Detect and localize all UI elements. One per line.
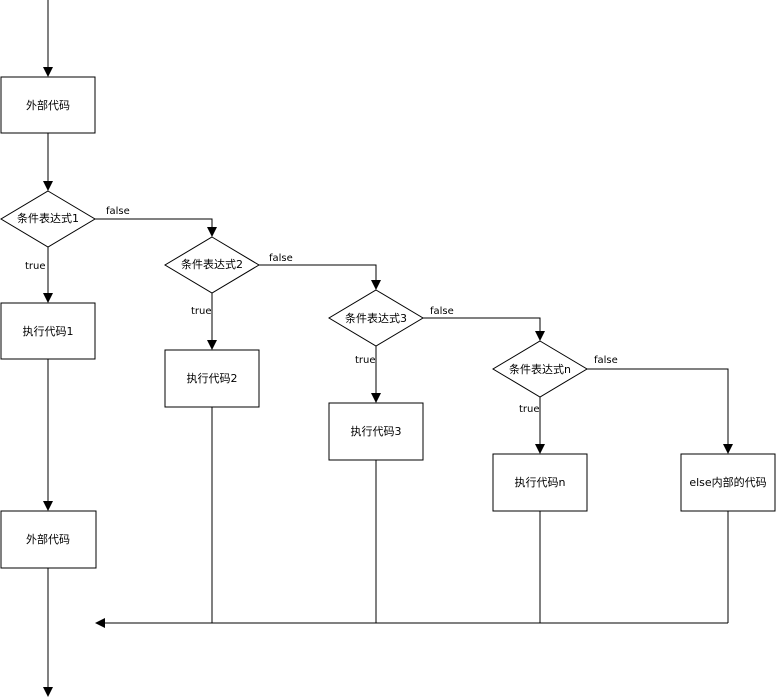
exec-code-3-box	[328, 402, 424, 461]
cond1-true-label: true	[25, 261, 46, 272]
cond3-false-label: false	[430, 306, 454, 317]
outer-code-bottom-box	[0, 510, 97, 569]
outer-code-top-label: 外部代码	[26, 98, 70, 112]
exec-code-3-label: 执行代码3	[351, 424, 402, 438]
arrow-condn-false	[587, 368, 733, 454]
else-code-box	[680, 453, 776, 512]
exec-code-2-label: 执行代码2	[187, 371, 238, 385]
arrow-cond3-false	[423, 317, 545, 341]
cond2-true-label: true	[191, 306, 212, 317]
exec-code-n-box	[492, 453, 588, 512]
condition-2-label: 条件表达式2	[181, 257, 243, 271]
exec-code-1-label: 执行代码1	[23, 324, 74, 338]
cond3-true-label: true	[355, 355, 376, 366]
condn-false-label: false	[594, 355, 618, 366]
arrow-cond2-false	[259, 264, 381, 290]
else-code-label: else内部的代码	[689, 475, 766, 489]
condn-true-label: true	[519, 404, 540, 415]
condition-n-label: 条件表达式n	[509, 362, 571, 376]
cond2-false-label: false	[269, 253, 293, 264]
arrow-cond1-false	[95, 218, 217, 237]
exec-code-2-box	[164, 349, 260, 408]
condition-1-label: 条件表达式1	[17, 211, 79, 225]
exec-code-1-box	[0, 302, 96, 360]
condition-3-label: 条件表达式3	[345, 311, 407, 325]
exec-code-n-label: 执行代码n	[515, 475, 566, 489]
outer-code-bottom-label: 外部代码	[26, 532, 70, 546]
cond1-false-label: false	[106, 206, 130, 217]
